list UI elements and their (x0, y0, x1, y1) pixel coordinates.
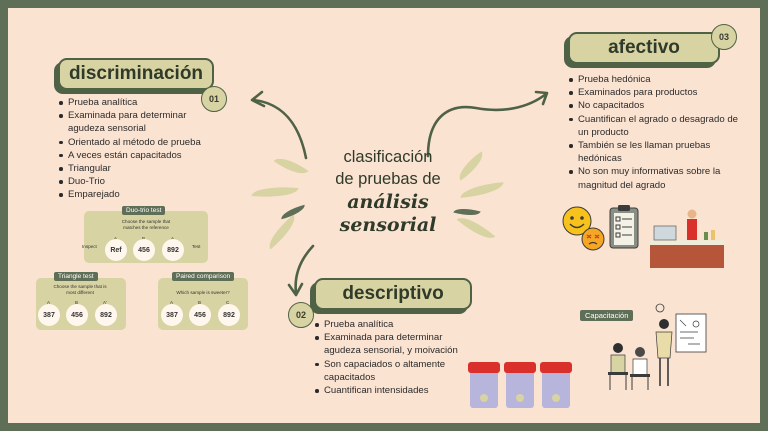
list-item: Prueba analítica (314, 318, 474, 331)
arrow-to-discriminacion (252, 98, 308, 160)
sample-disc: 892 (218, 304, 240, 326)
discriminacion-title: discriminación (58, 58, 214, 90)
sample-disc: 387 (161, 304, 183, 326)
center-title: clasificación de pruebas de análisis sen… (308, 146, 468, 236)
sample-letter: B (198, 300, 202, 305)
descriptivo-title: descriptivo (314, 278, 472, 310)
list-item: Examinada para determinar agudeza sensor… (314, 331, 474, 357)
list-item: Triangular (58, 162, 218, 175)
afectivo-title: afectivo (568, 32, 720, 64)
afectivo-list: Prueba hedónica Examinados para producto… (568, 73, 738, 192)
center-title-line-2: de pruebas de (335, 170, 441, 188)
center-title-line-1: clasificación (343, 148, 433, 166)
duo-trio-question: Choose the sample that matches the refer… (121, 219, 171, 230)
sample-letter: A (170, 300, 174, 305)
sample-disc: 456 (133, 239, 155, 261)
center-title-line-4: sensorial (339, 214, 437, 236)
descriptivo-number-badge: 02 (288, 302, 314, 328)
sample-disc: 892 (162, 239, 184, 261)
list-item: Emparejado (58, 188, 218, 201)
sample-cups-illustration (468, 362, 572, 408)
sample-letter: B (142, 236, 145, 241)
arrow-to-descriptivo (294, 244, 315, 295)
sample-disc: 456 (189, 304, 211, 326)
slide: clasificación de pruebas de análisis sen… (8, 8, 760, 423)
sample-letter: A (114, 236, 117, 241)
connector-arrows (250, 90, 549, 297)
sample-letter: A' (103, 300, 107, 305)
list-item: No capacitados (568, 99, 738, 112)
cup-icon (468, 362, 500, 408)
center-title-line-3: análisis (347, 191, 429, 213)
paired-comparison-tag: Paired comparison (172, 272, 235, 281)
emoji-icons (562, 206, 605, 251)
list-item: Prueba analítica (58, 96, 218, 109)
list-item: Orientado al método de prueba (58, 136, 218, 149)
list-item: Prueba hedónica (568, 73, 738, 86)
duo-trio-right-label: Test (192, 244, 201, 249)
list-item: Son capaciados o altamente capacitados (314, 358, 474, 384)
duo-trio-left-label: Inspect (82, 244, 97, 249)
duo-trio-tag: Duo-trio test (122, 206, 166, 215)
cup-icon (504, 362, 536, 408)
sample-letter: A (171, 236, 174, 241)
list-item: Examinados para productos (568, 86, 738, 99)
afectivo-number-badge: 03 (711, 24, 737, 50)
sample-disc: 892 (95, 304, 117, 326)
checklist-clipboard-icon (609, 205, 639, 249)
sample-disc: 456 (66, 304, 88, 326)
descriptivo-list: Prueba analítica Examinada para determin… (314, 318, 474, 397)
list-item: Cuantifican intensidades (314, 384, 474, 397)
list-item: Duo-Trio (58, 175, 218, 188)
smile-emoji-icon (562, 206, 592, 236)
discriminacion-number-badge: 01 (201, 86, 227, 112)
sample-disc: Ref (105, 239, 127, 261)
list-item: Examinada para determinar agudeza sensor… (58, 109, 218, 135)
arrow-to-afectivo (426, 92, 548, 158)
list-item: También se les llaman pruebas hedónicas (568, 139, 738, 165)
list-item: Cuantifican el agrado o desagrado de un … (568, 113, 738, 139)
sample-letter: A (47, 300, 51, 305)
capacitacion-tag: Capacitación (580, 310, 634, 321)
triangle-test-question: Choose the sample that is most different (53, 284, 107, 295)
sample-disc: 387 (38, 304, 60, 326)
sample-letter: B (75, 300, 79, 305)
cup-icon (540, 362, 572, 408)
tasting-bar-illustration (650, 209, 724, 268)
discriminacion-list: Prueba analítica Examinada para determin… (58, 96, 218, 202)
paired-comparison-question: Which sample is sweeter? (176, 290, 230, 295)
sample-letter: C (226, 300, 230, 305)
dizzy-emoji-icon (581, 227, 605, 251)
list-item: A veces están capacitados (58, 149, 218, 162)
list-item: No son muy informativas sobre la magnitu… (568, 165, 738, 191)
training-people-illustration (608, 303, 707, 390)
triangle-test-tag: Triangle test (54, 272, 98, 281)
